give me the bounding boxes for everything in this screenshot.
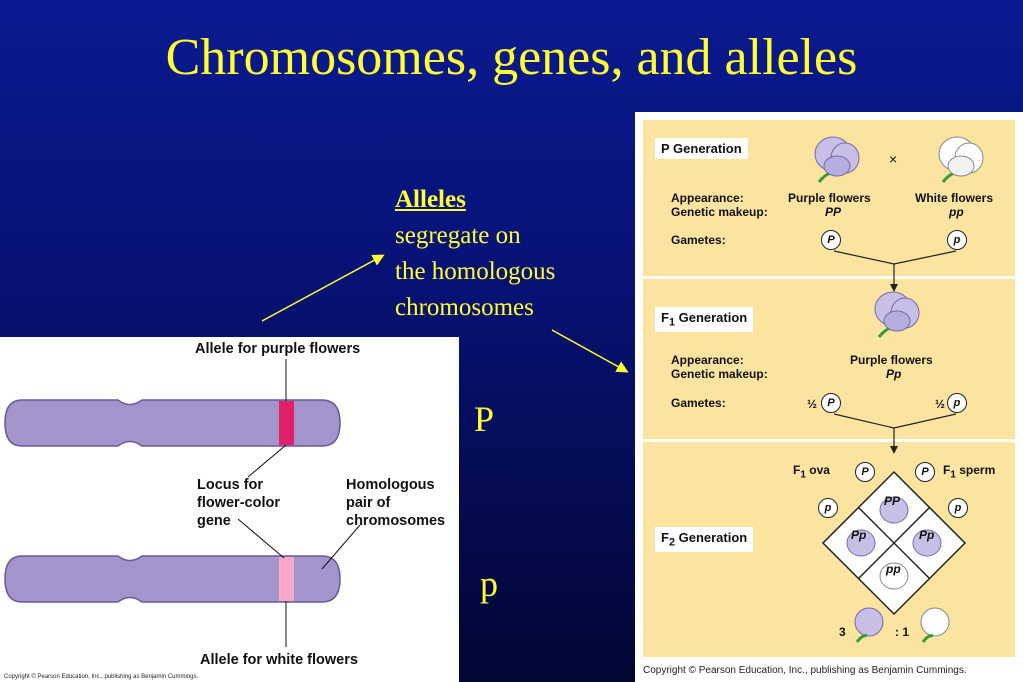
slide-title: Chromosomes, genes, and alleles <box>165 29 858 86</box>
sperm-rest: sperm <box>955 463 996 477</box>
p-gamete-left: P <box>821 230 841 250</box>
alleles-note: Alleles segregate on the homologous chro… <box>395 182 555 326</box>
ratio-purple-flower-icon <box>854 607 884 643</box>
sperm-bottom-gamete: p <box>948 498 968 518</box>
homologous-line-1: Homologous <box>346 477 435 493</box>
white-allele-band <box>279 557 294 601</box>
purple-allele-label: Allele for purple flowers <box>195 341 361 357</box>
f1-genetic-label: Genetic makeup: <box>671 367 768 381</box>
ova-rest: ova <box>805 463 830 477</box>
f2-generation-title: F2 Generation <box>655 527 754 552</box>
f1-generation-section: F1 Generation Appearance: Genetic makeup… <box>643 279 1015 439</box>
bottom-chromosome <box>4 555 341 603</box>
ova-main: F <box>793 463 801 477</box>
purple-flower-icon <box>814 136 860 183</box>
note-line-1: segregate on <box>395 222 521 249</box>
ratio-right: : 1 <box>895 625 910 639</box>
purple-allele-band <box>279 401 294 445</box>
sperm-main: F <box>943 463 951 477</box>
f2-title-main: F <box>661 530 669 545</box>
p-gametes-label: Gametes: <box>671 233 726 247</box>
punnett-cell-top: PP <box>884 494 901 508</box>
punnett-cell-right: Pp <box>919 528 935 542</box>
chromosome-figure: Allele for purple flowers Locus for flow… <box>0 337 459 682</box>
genetics-copyright: Copyright © Pearson Education, Inc., pub… <box>643 665 967 676</box>
p-generation-section: P Generation × Appearance: Genetic makeu… <box>643 120 1015 276</box>
note-line-3: chromosomes <box>395 294 534 321</box>
f1-title-main: F <box>661 310 669 325</box>
f1-purple-flower-icon <box>874 291 920 338</box>
chromosome-drawing <box>4 359 361 647</box>
punnett-square <box>821 470 967 616</box>
note-line-2: the homologous <box>395 258 556 285</box>
punnett-cell-bottom: pp <box>886 562 901 576</box>
f1-generation-title: F1 Generation <box>655 307 754 332</box>
p-genetic-label: Genetic makeup: <box>671 205 768 219</box>
white-flower-icon <box>938 136 984 183</box>
f1-ova-label: F1 ova <box>793 463 830 482</box>
f2-title-sub: 2 <box>668 536 675 549</box>
arrow-to-genetics-figure <box>551 329 629 373</box>
ova-bottom-gamete: p <box>818 498 838 518</box>
ratio-white-flower-icon <box>920 607 950 643</box>
f1-gamete-left: P <box>821 393 841 413</box>
sperm-sub: 1 <box>950 469 956 481</box>
p-generation-title: P Generation <box>655 138 748 159</box>
locus-line-1: Locus for <box>197 477 264 493</box>
recessive-allele-letter: p <box>480 564 498 604</box>
sperm-top-gamete: P <box>915 462 935 482</box>
white-allele-label: Allele for white flowers <box>200 652 358 668</box>
p-left-genotype: PP <box>825 205 842 219</box>
homologous-line-2: pair of <box>346 495 391 511</box>
ova-top-gamete: P <box>855 462 875 482</box>
f2-title-rest: Generation <box>674 530 748 545</box>
top-chromosome <box>4 399 341 447</box>
f1-title-rest: Generation <box>674 310 748 325</box>
f1-sperm-label: F1 sperm <box>943 463 995 482</box>
p-right-genotype: pp <box>949 205 964 219</box>
locus-label: Locus for flower-color gene <box>197 476 280 530</box>
p-gamete-right: p <box>947 230 967 250</box>
punnett-cell-left: Pp <box>851 528 867 542</box>
locus-line-2: flower-color <box>197 495 280 511</box>
generation-arrows <box>833 250 957 454</box>
f1-half-right: ½ <box>935 397 946 411</box>
p-right-appearance: White flowers <box>915 191 994 205</box>
f1-gametes-label: Gametes: <box>671 396 726 410</box>
f2-generation-section: F2 Generation F1 ova F1 sperm P P p p PP… <box>643 442 1015 657</box>
alleles-heading: Alleles <box>395 186 466 213</box>
f1-gamete-right: p <box>947 393 967 413</box>
ova-sub: 1 <box>800 469 806 481</box>
ratio-left: 3 <box>839 625 846 639</box>
f1-half-left: ½ <box>807 397 818 411</box>
f1-genotype: Pp <box>886 367 902 381</box>
f1-appearance-label: Appearance: <box>671 353 744 367</box>
cross-symbol: × <box>889 151 898 167</box>
homologous-line-3: chromosomes <box>346 513 446 529</box>
genetics-figure: P Generation × Appearance: Genetic makeu… <box>635 112 1023 682</box>
p-appearance-label: Appearance: <box>671 191 744 205</box>
arrow-to-alleles-note <box>261 254 385 322</box>
dominant-allele-letter: P <box>474 399 495 439</box>
f1-title-sub: 1 <box>668 316 675 329</box>
chromosome-copyright: Copyright © Pearson Education, Inc., pub… <box>4 674 199 680</box>
homologous-label: Homologous pair of chromosomes <box>346 476 445 530</box>
locus-line-3: gene <box>197 513 231 529</box>
f1-appearance: Purple flowers <box>850 353 933 367</box>
p-left-appearance: Purple flowers <box>788 191 871 205</box>
